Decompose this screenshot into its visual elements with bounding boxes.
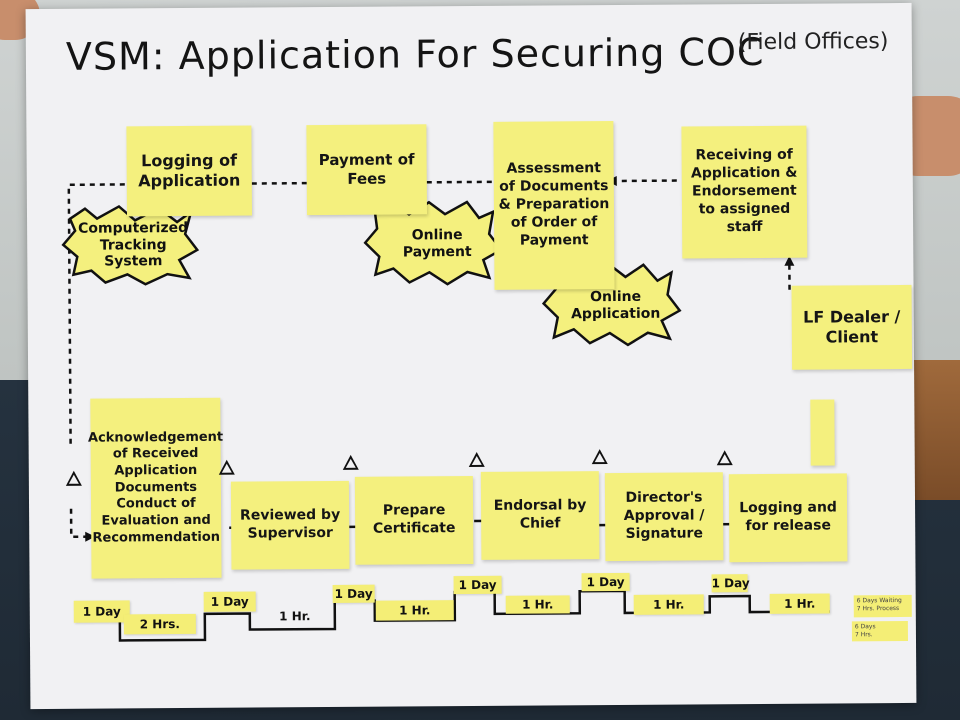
timeline-wait-5: 1 Day [581,572,630,592]
inventory-triangle-icon [65,470,82,486]
note-assessment-of-documents: Assessment of Documents & Preparation of… [493,121,615,290]
process-step-endorsal-by-chief: Endorsal by Chief [480,471,600,560]
note-lf-dealer-client: LF Dealer / Client [791,284,913,370]
timeline-wait-4: 1 Day [453,575,502,595]
timeline-process-6: 1 Hr. [769,593,830,614]
process-step-reviewed-by-supervisor: Reviewed by Supervisor [230,480,350,570]
inventory-triangle-icon [468,451,485,468]
inventory-triangle-icon [342,454,359,470]
timeline-process-1: 2 Hrs. [123,613,196,635]
process-step-logging-for-release: Logging and for release [728,473,848,563]
timeline-wait-1: 1 Day [73,600,130,623]
inventory-triangle-icon [218,459,235,475]
timeline-process-4: 1 Hr. [505,595,570,614]
timeline-process-5: 1 Hr. [633,594,704,615]
legend-line: 7 Hrs. [854,630,873,639]
inventory-triangle-icon [591,449,608,465]
note-logging-of-application: Logging of Application [126,125,253,217]
page-subtitle: (Field Offices) [737,29,889,56]
note-receiving-of-application: Receiving of Application & Endorsement t… [681,125,808,259]
timeline-wait-2: 1 Day [203,591,256,612]
timeline-process-3: 1 Hr. [375,600,454,621]
process-step-directors-approval: Director's Approval / Signature [604,472,724,562]
vsm-poster-sheet: VSM: Application For Securing COC (Field… [25,2,917,710]
legend-line: 6 Days Waiting [856,596,902,605]
legend-summary-top: 6 Days Waiting 7 Hrs. Process [853,594,912,618]
burst-online-application: Online Application [570,289,661,323]
process-step-acknowledgement: Acknowledgement of Received Application … [88,397,223,579]
blank-sticky-strip [810,399,835,466]
page-title: VSM: Application For Securing COC [65,29,765,79]
inventory-triangle-icon [716,450,733,466]
timeline-wait-6: 1 Day [711,574,750,593]
burst-online-payment: Online Payment [402,227,472,261]
timeline-process-2: 1 Hr. [279,609,311,624]
note-payment-of-fees: Payment of Fees [306,124,428,216]
process-step-prepare-certificate: Prepare Certificate [354,475,474,565]
legend-summary-bottom: 6 Days 7 Hrs. [851,620,908,642]
timeline-wait-3: 1 Day [332,584,375,603]
burst-computerized-tracking: Computerized Tracking System [78,219,189,270]
legend-line: 7 Hrs. Process [856,604,900,613]
